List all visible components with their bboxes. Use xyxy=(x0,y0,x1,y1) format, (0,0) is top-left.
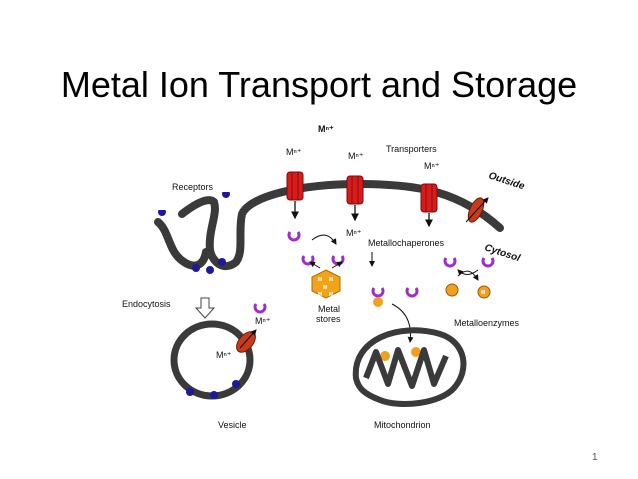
metal-unit-1 xyxy=(373,297,383,307)
chaperone-8 xyxy=(255,304,265,312)
receptor-3 xyxy=(192,264,200,272)
label-metal-in-1: Mⁿ⁺ xyxy=(286,147,302,157)
label-cytosol: Cytosol xyxy=(483,242,521,264)
vesicle-receptor-1 xyxy=(186,388,194,396)
svg-text:M: M xyxy=(481,290,485,296)
receptor-4 xyxy=(206,266,214,274)
receptor-2 xyxy=(222,188,230,198)
store-arrow-left xyxy=(310,262,320,268)
mitochondrion-cristae xyxy=(366,350,446,386)
label-metal-stores-1: Metal xyxy=(318,304,340,314)
transporter-2 xyxy=(347,176,363,204)
chaperone-6 xyxy=(445,258,455,266)
page-number: 1 xyxy=(592,452,598,463)
svg-text:M: M xyxy=(318,292,322,298)
label-metal-vesicle-in: Mⁿ⁺ xyxy=(216,350,232,360)
svg-text:M: M xyxy=(329,277,333,283)
svg-text:M: M xyxy=(323,285,327,291)
label-outside: Outside xyxy=(487,170,526,192)
mito-import-arrow xyxy=(392,304,410,342)
vesicle-receptor-2 xyxy=(210,391,218,399)
receptor-1 xyxy=(158,206,166,216)
plasma-membrane xyxy=(182,184,500,266)
plasma-membrane-inner xyxy=(158,222,206,266)
metal-stores-hexagon xyxy=(312,270,340,298)
label-metal-vesicle-out: Mⁿ⁺ xyxy=(255,316,271,326)
transporter-1 xyxy=(287,172,303,200)
endocytosis-arrow xyxy=(196,298,214,318)
chaperone-4 xyxy=(373,288,383,296)
label-endocytosis: Endocytosis xyxy=(122,299,171,309)
label-metallochaperones: Metallochaperones xyxy=(368,238,445,248)
chaperone-7 xyxy=(483,258,493,266)
chaperone-5 xyxy=(407,288,417,296)
svg-text:M: M xyxy=(329,292,333,298)
chaperone-1 xyxy=(289,232,299,240)
label-transporters: Transporters xyxy=(386,144,437,154)
label-mitochondrion: Mitochondrion xyxy=(374,420,431,430)
label-metalloenzymes: Metalloenzymes xyxy=(454,318,520,328)
transporter-3 xyxy=(421,184,437,212)
label-metal-out-1: Mⁿ⁺ xyxy=(346,228,362,238)
vesicle-receptor-3 xyxy=(232,380,240,388)
label-vesicle: Vesicle xyxy=(218,420,247,430)
label-metal-top: Mⁿ⁺ xyxy=(318,124,334,134)
receptor-5 xyxy=(218,258,226,266)
label-receptors: Receptors xyxy=(172,182,214,192)
label-metal-in-3: Mⁿ⁺ xyxy=(424,161,440,171)
label-metal-stores-2: stores xyxy=(316,314,341,324)
metalloenzyme-1 xyxy=(446,284,458,296)
chaperone-arrow-1 xyxy=(312,235,336,244)
label-metal-in-2: Mⁿ⁺ xyxy=(348,151,364,161)
svg-text:M: M xyxy=(318,277,322,283)
